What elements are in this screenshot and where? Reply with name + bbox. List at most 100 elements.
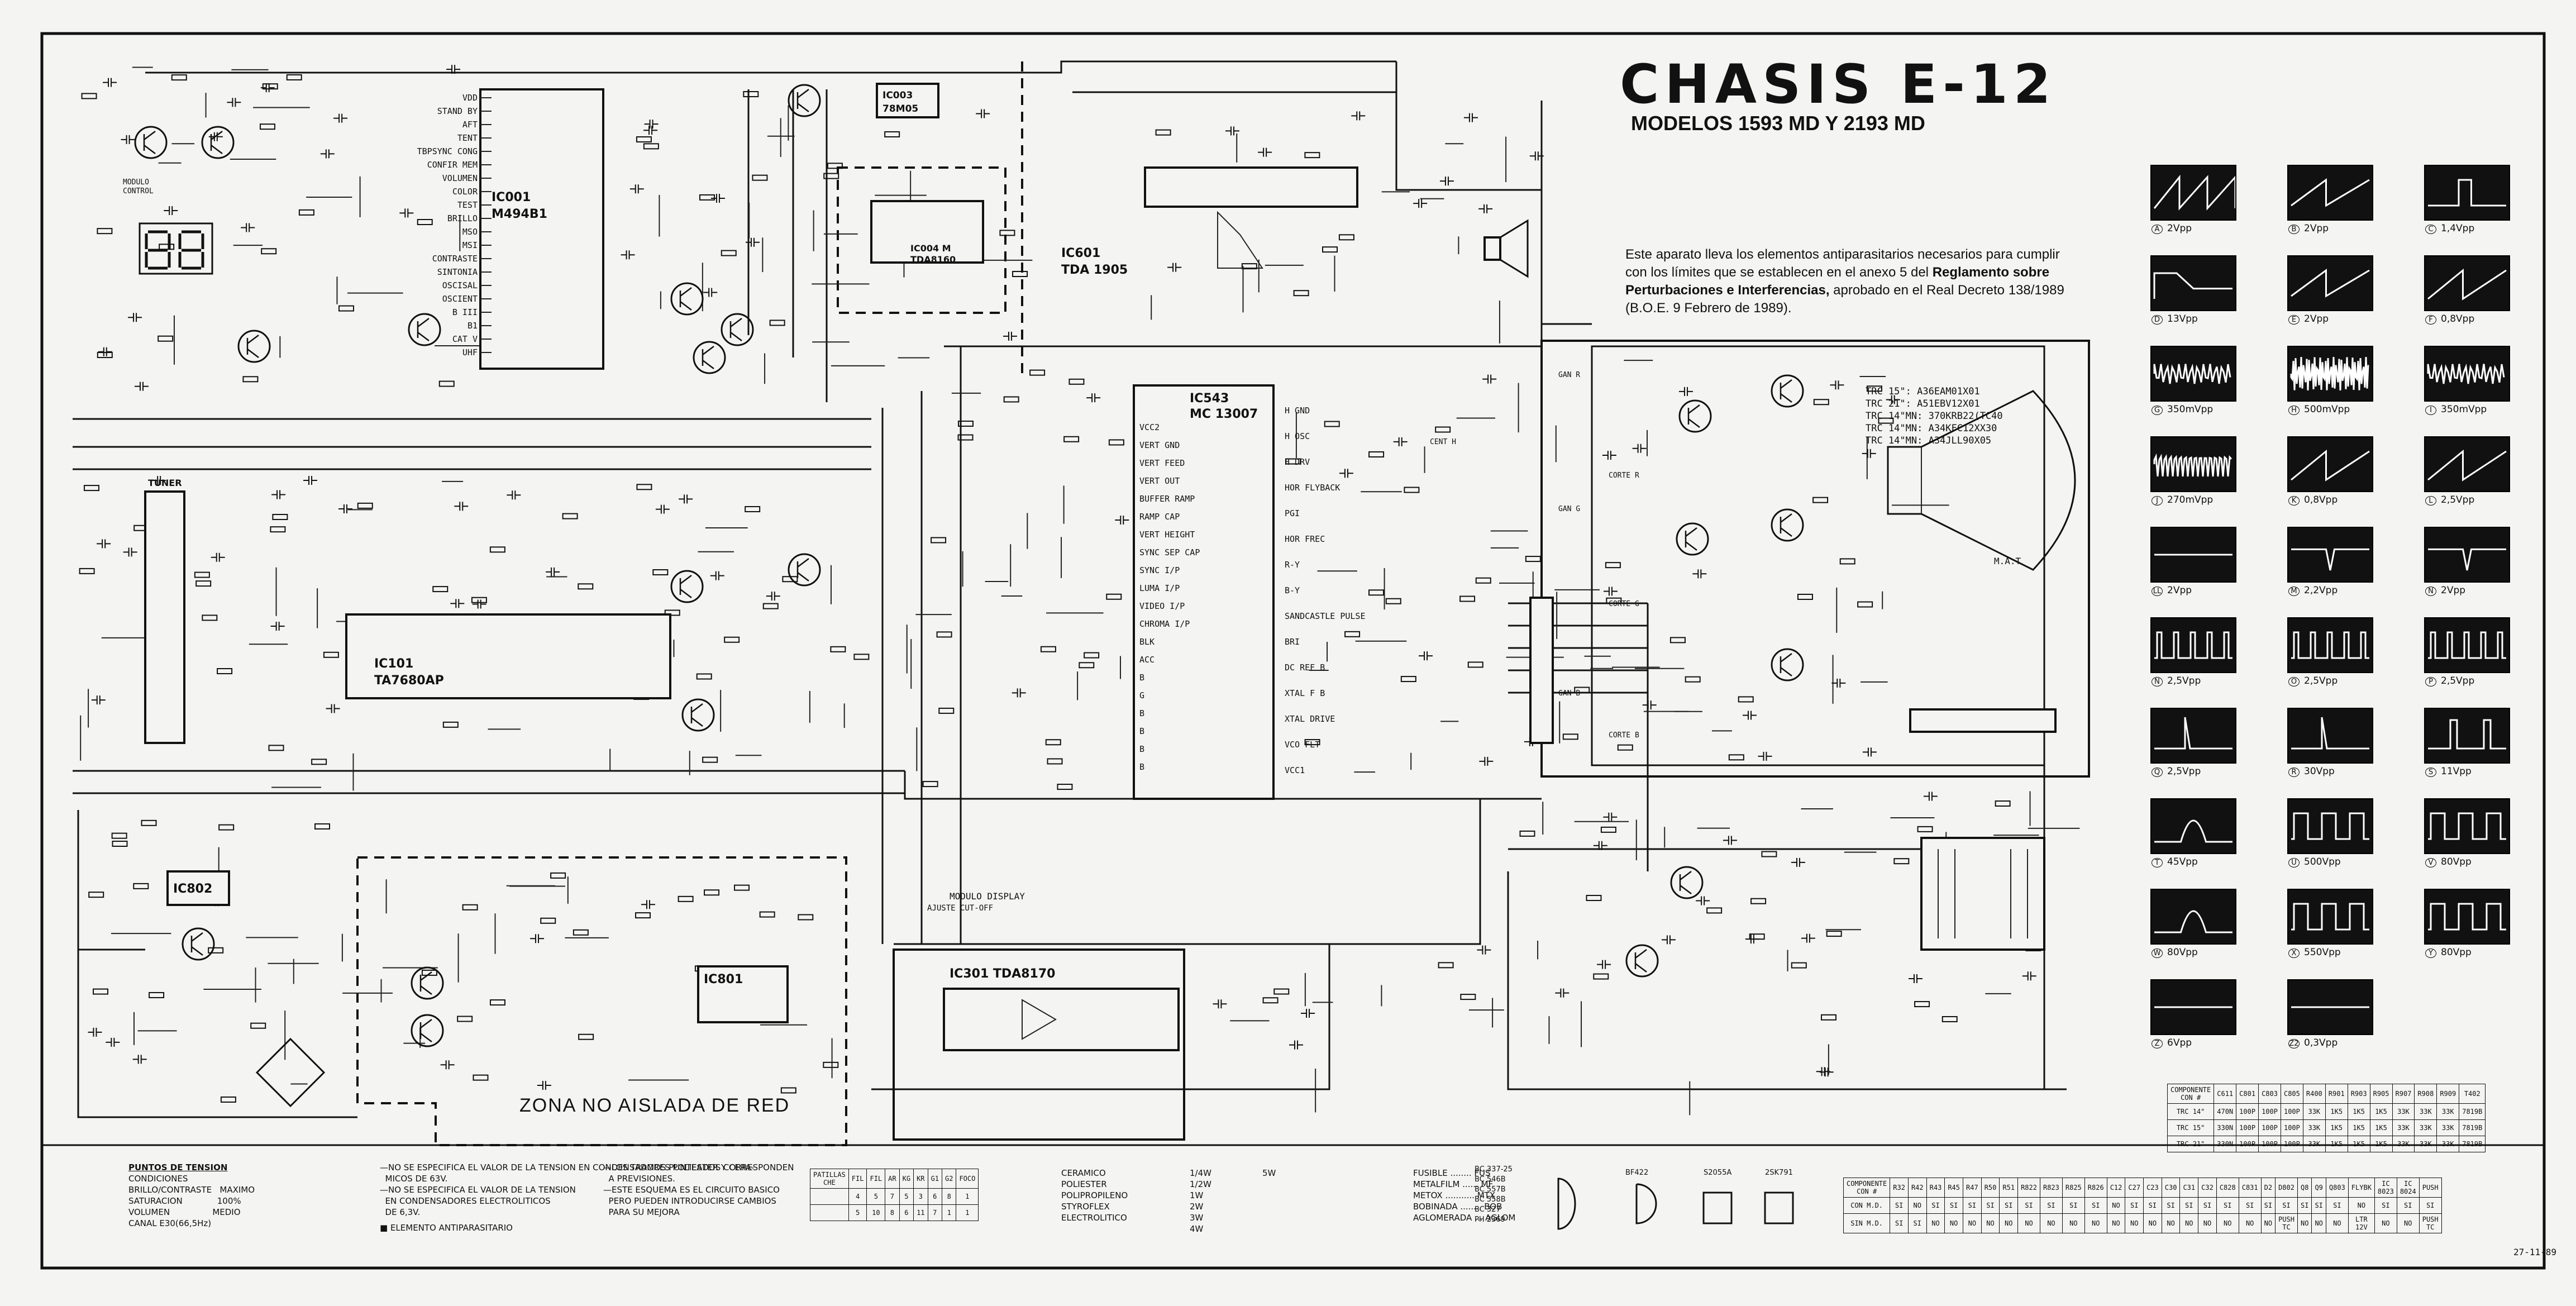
capacitor bbox=[446, 65, 461, 74]
resistor bbox=[636, 484, 652, 490]
oscillogram-Y bbox=[2424, 889, 2510, 945]
table-cell: 7819B bbox=[2459, 1103, 2486, 1120]
ic543-pin-label: RAMP CAP bbox=[1139, 512, 1180, 522]
table-cell: 33K bbox=[2436, 1136, 2460, 1152]
capacitor bbox=[98, 347, 112, 356]
tension-row: CANAL E30(66,5Hz) bbox=[128, 1218, 212, 1228]
table-cell: D2 bbox=[2260, 1178, 2276, 1198]
table-cell: LTR 12V bbox=[2348, 1213, 2375, 1233]
ic001-pin-label: STAND BY bbox=[437, 106, 478, 116]
oscillogram-key: H bbox=[2288, 406, 2300, 415]
ic543-pin-label: VIDEO I/P bbox=[1139, 601, 1185, 611]
transistor-symbol bbox=[1771, 508, 1804, 542]
ic543-right-pin-label: B-Y bbox=[1285, 585, 1300, 595]
oscillogram-key: Z2 bbox=[2288, 1039, 2300, 1048]
svg-text:MODULO DISPLAY: MODULO DISPLAY bbox=[950, 891, 1025, 902]
table-cell: NO bbox=[2297, 1213, 2312, 1233]
transistor-symbol bbox=[693, 341, 726, 374]
resistor bbox=[1012, 271, 1028, 278]
capacitor bbox=[106, 1037, 120, 1047]
wiring-top bbox=[73, 60, 2067, 1118]
waveform-trace bbox=[2428, 631, 2506, 659]
resistor bbox=[780, 1087, 796, 1094]
resistor bbox=[1586, 895, 1602, 902]
table-cell: 100P bbox=[2258, 1119, 2281, 1136]
capacitor bbox=[1923, 792, 1938, 801]
oscillogram-value: 2,5Vpp bbox=[2441, 494, 2475, 506]
resistor bbox=[578, 583, 594, 590]
transistor-symbol bbox=[1678, 399, 1712, 433]
transistor-symbol bbox=[788, 553, 821, 587]
resistor bbox=[1467, 661, 1483, 668]
ic543-right-pin-label: H DRV bbox=[1285, 457, 1310, 467]
transistor-package-label: S2055A bbox=[1704, 1169, 1732, 1177]
capacitor bbox=[679, 494, 693, 504]
ic301: IC301 TDA8170 bbox=[893, 948, 1185, 1141]
resistor-rating: 4W bbox=[1190, 1224, 1204, 1234]
resistor bbox=[1914, 1001, 1930, 1008]
capacitor bbox=[766, 592, 780, 601]
capacitor bbox=[1555, 988, 1570, 998]
resistor bbox=[338, 305, 354, 312]
resistor bbox=[1995, 800, 2011, 807]
antiparasitario-note: ■ ELEMENTO ANTIPARASITARIO bbox=[380, 1223, 513, 1233]
resistor bbox=[1749, 933, 1765, 940]
waveform-trace bbox=[2154, 631, 2232, 659]
table-cell: NO bbox=[2216, 1213, 2239, 1233]
resistor bbox=[1068, 378, 1085, 385]
oscillogram-value: 11Vpp bbox=[2441, 766, 2472, 777]
oscillogram-key: M bbox=[2288, 587, 2300, 596]
oscillogram-T bbox=[2150, 798, 2236, 854]
seven-segment-display bbox=[139, 222, 213, 275]
table-cell: NO bbox=[1963, 1213, 1982, 1233]
table-cell: C31 bbox=[2179, 1178, 2199, 1198]
oscillogram-value: 13Vpp bbox=[2167, 313, 2198, 325]
capacitor bbox=[1419, 651, 1433, 661]
capacitor bbox=[1831, 678, 1846, 688]
resistor bbox=[432, 586, 449, 593]
transistor-leads bbox=[419, 1019, 432, 1042]
rgb-output-stage bbox=[1529, 340, 2090, 778]
resistor bbox=[957, 434, 974, 441]
tramos-row: PERO PUEDEN INTRODUCIRSE CAMBIOS bbox=[603, 1196, 776, 1206]
transistor-leads bbox=[190, 932, 203, 956]
resistor bbox=[1519, 830, 1535, 837]
transistor-leads bbox=[679, 287, 692, 311]
resistor bbox=[1047, 758, 1063, 765]
transistor-symbol bbox=[670, 570, 704, 603]
resistor bbox=[1045, 739, 1061, 746]
table-cell: SI bbox=[2238, 1197, 2262, 1214]
oscillogram-G bbox=[2150, 346, 2236, 402]
oscillogram-value: 2Vpp bbox=[2304, 313, 2329, 325]
resistor bbox=[133, 883, 149, 889]
waveform-trace bbox=[2291, 269, 2370, 298]
table-cell: SI bbox=[1890, 1213, 1909, 1233]
resistor bbox=[149, 992, 165, 998]
table-cell: SI bbox=[2260, 1197, 2276, 1214]
table-cell: SI bbox=[2374, 1197, 2397, 1214]
resistor bbox=[1285, 458, 1301, 465]
capacitor bbox=[1723, 836, 1737, 845]
oscillogram-X bbox=[2287, 889, 2373, 945]
oscillogram-Z bbox=[2150, 979, 2236, 1035]
svg-text:IC001: IC001 bbox=[492, 190, 531, 204]
table-cell: IC 8024 bbox=[2396, 1178, 2420, 1198]
waveform-trace bbox=[2291, 449, 2370, 482]
table-cell: 33K bbox=[2302, 1119, 2326, 1136]
resistor bbox=[111, 832, 127, 839]
resistor bbox=[1057, 784, 1073, 790]
capacitor bbox=[271, 490, 286, 499]
